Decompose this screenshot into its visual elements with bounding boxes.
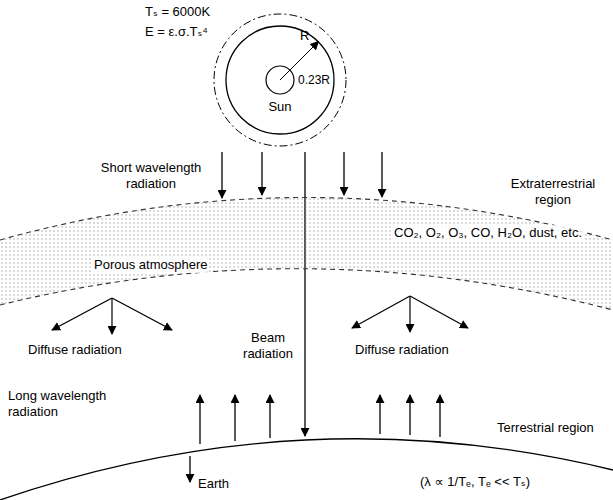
short-wave-label: Short wavelength radiation: [92, 160, 210, 192]
sun-label: Sun: [225, 99, 335, 115]
core-radius-label: 0.23R: [298, 72, 332, 88]
diffuse-arrows: [52, 296, 468, 334]
gas-list: CO₂, O₂, O₃, CO, H₂O, dust, etc.: [392, 225, 584, 241]
emission-formula: E = ε.σ.Tₛ⁴: [145, 24, 225, 40]
beam-label: Beam radiation: [238, 330, 298, 362]
long-wave-label: Long wavelength radiation: [8, 388, 124, 420]
long-wave-arrows: [200, 395, 440, 444]
diffuse-label: Diffuse radiation: [355, 342, 505, 358]
wavelength-relation: (λ ∝ 1/Tₑ, Tₑ << Tₛ): [420, 474, 600, 490]
terrestrial-label: Terrestrial region: [497, 420, 609, 436]
atmosphere-band-outline: [0, 185, 613, 325]
radius-label: R: [300, 28, 314, 44]
atmosphere-label: Porous atmosphere: [92, 257, 209, 273]
diffuse-label: Diffuse radiation: [28, 342, 178, 358]
beam-arrow: [304, 152, 305, 436]
temperature-label: Tₛ = 6000K: [145, 4, 225, 20]
atmosphere-band: Porous atmosphere CO₂, O₂, O₃, CO, H₂O, d…: [0, 185, 613, 325]
sun-boundary: [214, 14, 346, 146]
earth-label: Earth: [198, 476, 258, 492]
short-wave-arrows: [222, 152, 382, 198]
earth-surface: [0, 439, 613, 500]
earth-arrow: [189, 456, 190, 482]
extraterrestrial-label: Extraterrestrial region: [500, 176, 606, 208]
